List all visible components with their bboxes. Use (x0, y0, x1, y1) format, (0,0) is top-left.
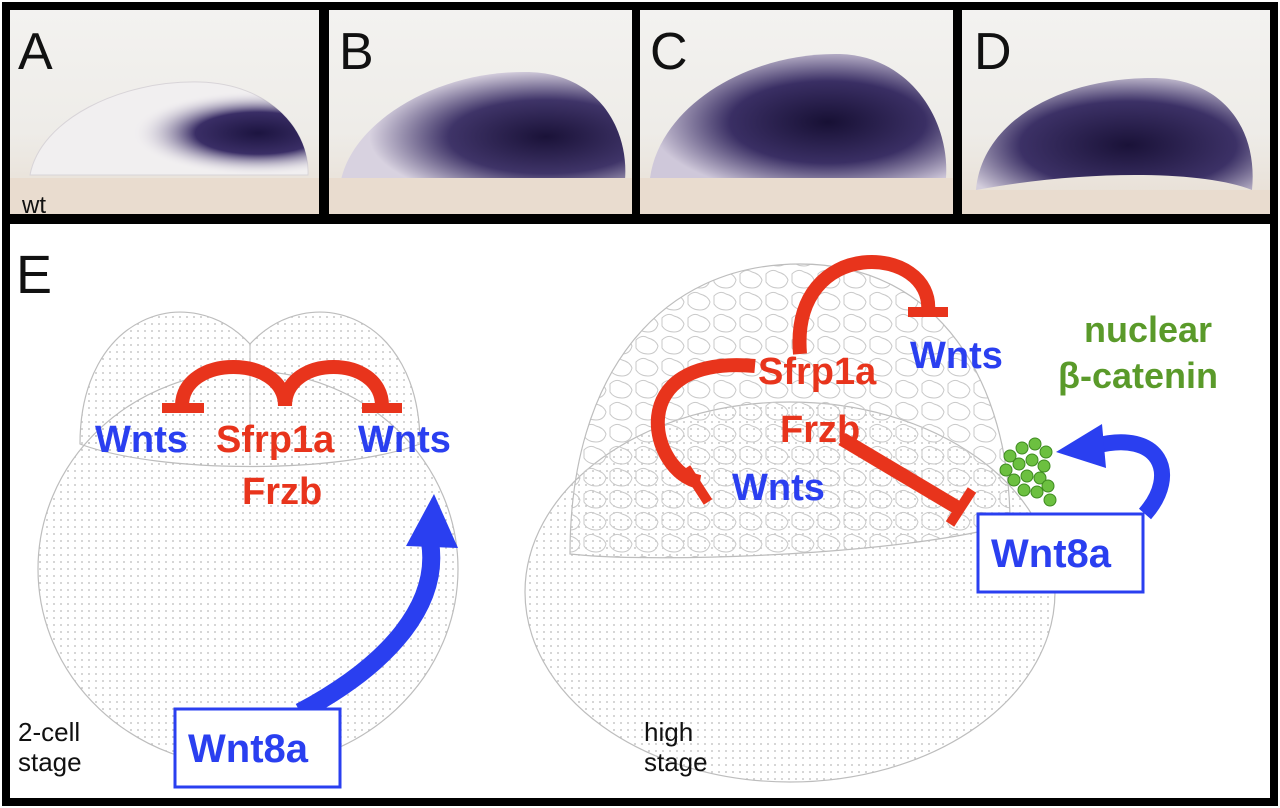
panel-label-d: D (974, 23, 1012, 81)
left-stage-line-2: stage (18, 746, 82, 777)
left-frzb-label: Frzb (242, 471, 322, 513)
left-wnt8a-label: Wnt8a (188, 727, 309, 771)
left-wnt8a-arrow (295, 494, 458, 720)
right-inhibition-arcs (650, 255, 962, 515)
right-stage-line-1: high (644, 717, 694, 747)
right-stage-caption: high stage (644, 717, 708, 778)
embryo-photo-b (329, 71, 632, 214)
right-wnt8a-arrow (1056, 424, 1170, 520)
signaling-diagram: Wnts Sfrp1a Wnts Frzb Wnt8a Wnts Sfrp1a … (37, 255, 1218, 789)
left-wnts-label-2: Wnts (358, 419, 451, 461)
panel-label-b: B (339, 23, 374, 81)
right-sfrp1a-label: Sfrp1a (758, 351, 877, 393)
panel-c: C (640, 10, 953, 214)
two-cell-embryo (37, 311, 459, 768)
right-wnt8a-box (976, 512, 1145, 594)
left-stage-line-1: 2-cell (18, 717, 81, 747)
high-stage-embryo (524, 263, 1056, 783)
left-stage-caption: 2-cell stage (18, 717, 82, 778)
left-wnts-label-1: Wnts (95, 419, 188, 461)
left-wnt8a-box (173, 707, 342, 789)
wild-type-label: wt (22, 192, 46, 214)
panel-b: B (329, 10, 632, 214)
panel-d: D (962, 10, 1270, 214)
right-wnts-bottom-label: Wnts (732, 467, 825, 509)
panel-a: A wt (10, 10, 319, 214)
embryo-photo-c (640, 53, 953, 214)
right-inhibition-bars (681, 307, 977, 527)
panel-e: E (10, 224, 1270, 798)
right-wnts-top-label: Wnts (910, 335, 1003, 377)
embryo-photo-a (10, 81, 319, 214)
nuclear-label: nuclear (1084, 309, 1212, 350)
left-inhibition-arcs (175, 360, 389, 407)
right-frzb-label: Frzb (780, 409, 860, 451)
right-wnt8a-label: Wnt8a (991, 532, 1112, 576)
right-stage-line-2: stage (644, 746, 708, 777)
left-sfrp1a-label: Sfrp1a (216, 419, 335, 461)
nuclear-beta-catenin-dots (999, 437, 1057, 507)
panel-label-a: A (18, 23, 53, 81)
embryo-photo-d (962, 78, 1270, 214)
beta-catenin-label: β-catenin (1058, 355, 1218, 396)
panel-label-e: E (16, 245, 53, 305)
panel-label-c: C (650, 23, 688, 81)
